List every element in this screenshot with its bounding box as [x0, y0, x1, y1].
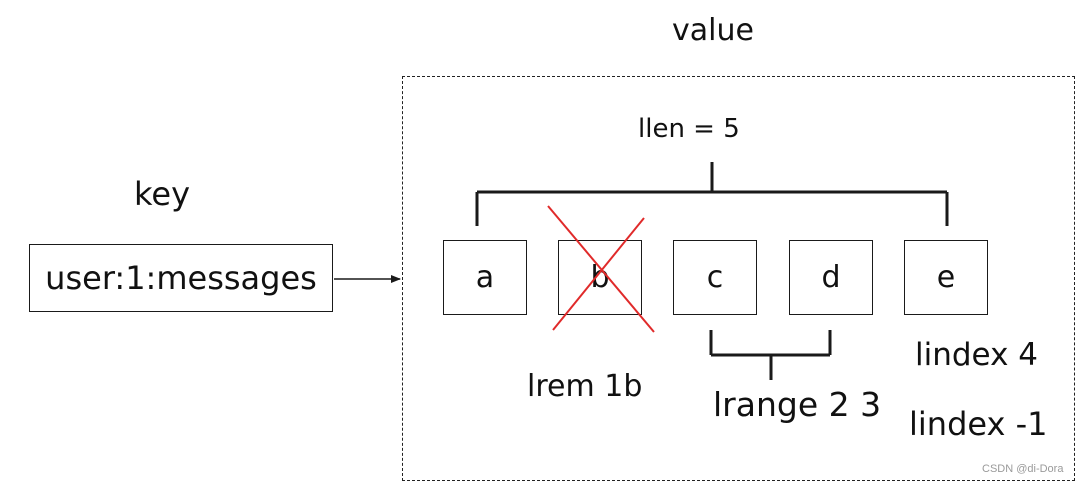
lrange-bracket — [709, 330, 832, 380]
lrem-label: lrem 1b — [527, 369, 643, 404]
key-label: key — [134, 175, 191, 213]
llen-label: llen = 5 — [638, 114, 740, 144]
element-label: a — [475, 260, 495, 295]
list-element-a: a — [443, 240, 527, 315]
remove-x-mark — [547, 205, 655, 333]
element-label: e — [936, 260, 956, 295]
value-label: value — [672, 13, 754, 48]
key-box: user:1:messages — [29, 244, 333, 312]
llen-bracket — [475, 162, 949, 226]
list-element-d: d — [789, 240, 873, 315]
element-label: d — [821, 260, 841, 295]
watermark: CSDN @di-Dora — [982, 463, 1064, 475]
lindex-minus-1-label: lindex -1 — [909, 405, 1048, 443]
element-label: c — [706, 260, 724, 295]
list-element-e: e — [904, 240, 988, 315]
element-label: b — [590, 260, 610, 295]
value-container — [402, 76, 1075, 481]
list-element-b: b — [558, 240, 642, 315]
key-name: user:1:messages — [45, 259, 317, 297]
lindex-4-label: lindex 4 — [915, 337, 1039, 373]
list-element-c: c — [673, 240, 757, 315]
lrange-label: lrange 2 3 — [713, 385, 882, 424]
